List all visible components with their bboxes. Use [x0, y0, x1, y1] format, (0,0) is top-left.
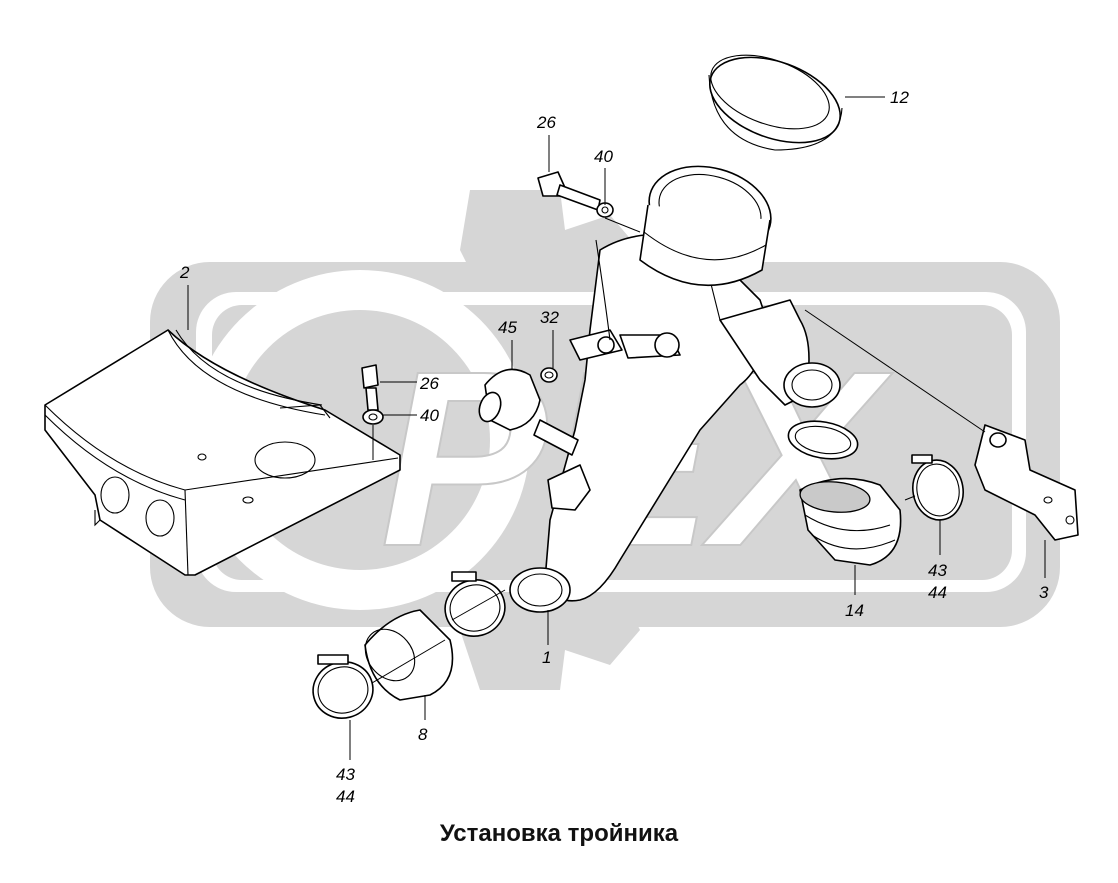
- part-1-tee: [509, 233, 841, 613]
- part-32-oring: [540, 367, 558, 383]
- callout-2: 2: [179, 263, 190, 282]
- washer-40-top: [596, 202, 614, 218]
- callout-45: 45: [498, 318, 517, 337]
- clamp-43-44-left: [312, 654, 374, 719]
- callout-12: 12: [890, 88, 909, 107]
- bolt-26-mid: [361, 364, 379, 411]
- part-14-elbow: [787, 420, 902, 566]
- callout-8: 8: [418, 725, 428, 744]
- callout-labels: 12 26 40 2 45 32 26 40 1 8 43 44 14 43 4…: [179, 88, 1049, 806]
- callout-44-right: 44: [928, 583, 947, 602]
- callout-40-top: 40: [594, 147, 613, 166]
- callout-43-right: 43: [928, 561, 947, 580]
- diagram-caption: Установка тройника: [439, 820, 679, 847]
- callout-40-mid: 40: [420, 406, 439, 425]
- callout-26-mid: 26: [419, 374, 439, 393]
- bolt-26-top: [537, 171, 601, 211]
- part-8-sleeve: [364, 609, 454, 701]
- callout-32: 32: [540, 308, 559, 327]
- callout-26-top: 26: [536, 113, 556, 132]
- part-45-plug: [478, 368, 541, 431]
- washer-40-mid: [362, 409, 384, 425]
- callout-44-left: 44: [336, 787, 355, 806]
- clamp-mid: [444, 571, 506, 637]
- leader-lines: [187, 96, 1046, 760]
- part-2-shield: [44, 329, 401, 576]
- callout-43-left: 43: [336, 765, 355, 784]
- clamp-43-44-right: [911, 454, 964, 521]
- part-12-cap: [708, 54, 843, 151]
- callout-1: 1: [542, 648, 551, 667]
- callout-3: 3: [1039, 583, 1049, 602]
- flange-ring: [639, 165, 772, 287]
- part-3-bracket: [804, 309, 1079, 541]
- callout-14: 14: [845, 601, 864, 620]
